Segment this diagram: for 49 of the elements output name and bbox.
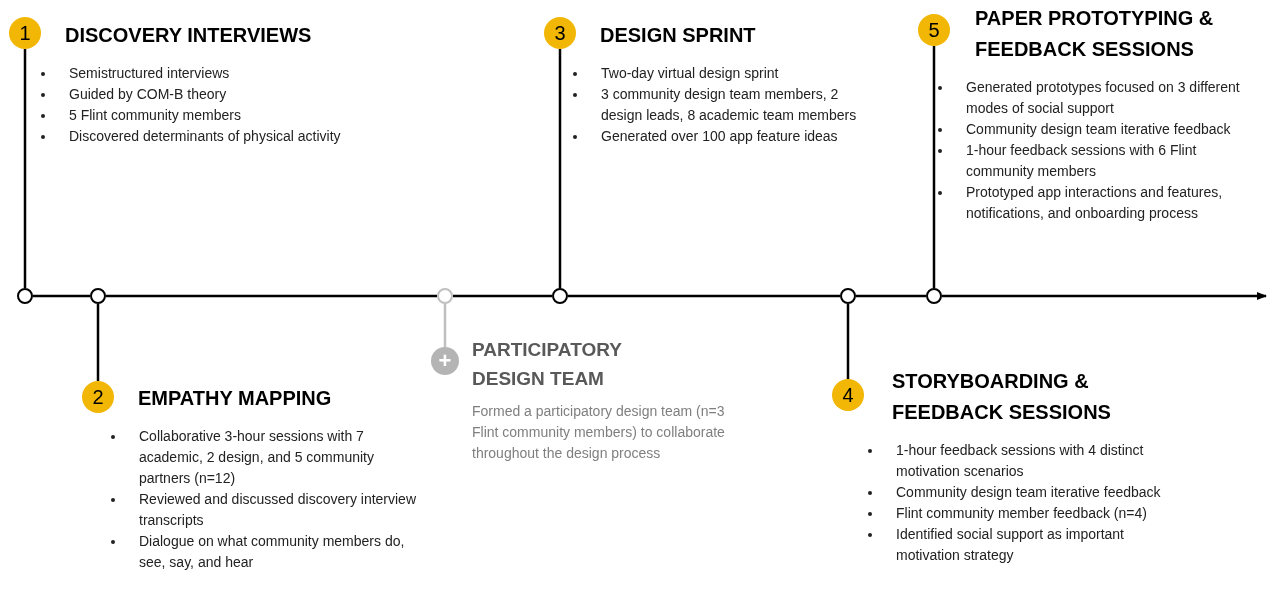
bullet-item: Community design team iterative feedback [966, 120, 1231, 139]
bullet-item: 1-hour feedback sessions with 6 Flint community members [966, 141, 1198, 181]
connector-line [453, 294, 552, 298]
step-number-badge: 3 [544, 17, 576, 49]
bullet-item: Prototyped app interactions and features, notifications, and onboarding process [966, 183, 1224, 223]
bullet-item: Reviewed and discussed discovery interview transcripts [139, 490, 418, 530]
bullet-item: 1-hour feedback sessions with 4 distinct motivation scenarios [896, 441, 1145, 481]
connector-line [443, 304, 447, 347]
timeline-marker [926, 288, 942, 304]
timeline-marker [17, 288, 33, 304]
milestone-heading: PAPER PROTOTYPING & FEEDBACK SESSIONS [975, 6, 1215, 62]
connector-line [568, 294, 840, 298]
connector-line [33, 294, 90, 298]
bullet-item: 5 Flint community members [69, 106, 241, 125]
connector-line [558, 49, 562, 288]
milestone-heading: DISCOVERY INTERVIEWS [65, 23, 313, 48]
connector-line [932, 46, 936, 288]
connector-line [106, 294, 437, 298]
connector-line [846, 304, 850, 379]
timeline-arrow [942, 292, 1267, 300]
milestone-heading: DESIGN SPRINT [600, 23, 757, 48]
bullet-item: Semistructured interviews [69, 64, 230, 83]
bullet-item: Guided by COM-B theory [69, 85, 227, 104]
milestone-heading: PARTICIPATORY DESIGN TEAM [472, 338, 623, 391]
step-number-badge: 1 [9, 17, 41, 49]
bullet-item: Generated over 100 app feature ideas [601, 127, 838, 146]
step-number-badge: 4 [832, 379, 864, 411]
bullet-item: Community design team iterative feedback [896, 483, 1161, 502]
plus-badge: + [431, 347, 459, 375]
step-number-badge: 5 [918, 14, 950, 46]
bullet-item: Flint community member feedback (n=4) [896, 504, 1147, 523]
timeline-marker [437, 288, 453, 304]
connector-line [96, 304, 100, 381]
bullet-item: Discovered determinants of physical activity [69, 127, 341, 146]
milestone-heading: STORYBOARDING & FEEDBACK SESSIONS [892, 369, 1112, 425]
timeline-marker [90, 288, 106, 304]
timeline-marker [840, 288, 856, 304]
connector-line [856, 294, 926, 298]
bullet-item: Dialogue on what community members do, see, say, and hear [139, 532, 406, 572]
bullet-item: Collaborative 3-hour sessions with 7 academic, 2 design, and 5 community partners (n=12) [139, 427, 375, 488]
bullet-item: Identified social support as important motivation strategy [896, 525, 1125, 565]
milestone-description: Formed a participatory design team (n=3 Flint community members) to collaborate throughout the design process [472, 402, 726, 463]
bullet-item: Two-day virtual design sprint [601, 64, 779, 83]
step-number-badge: 2 [82, 381, 114, 413]
timeline-marker [552, 288, 568, 304]
bullet-item: Generated prototypes focused on 3 different modes of social support [966, 78, 1241, 118]
milestone-heading: EMPATHY MAPPING [138, 386, 333, 411]
connector-line [23, 49, 27, 288]
bullet-item: 3 community design team members, 2 design leads, 8 academic team members [601, 85, 858, 125]
